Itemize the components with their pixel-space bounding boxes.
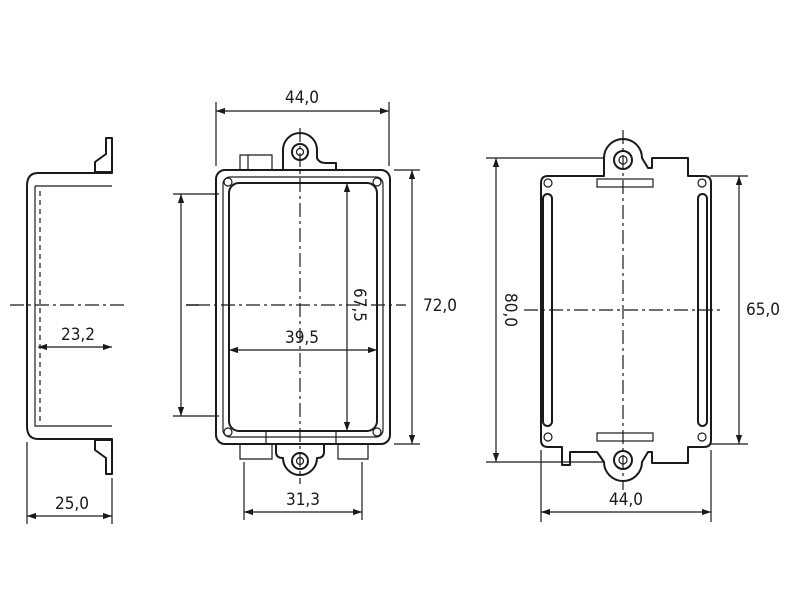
- dim-label-front-total-height: 72,0: [423, 296, 457, 316]
- front-view-bottom-tabs: [239, 430, 369, 460]
- side-view: 23,2 25,0: [10, 137, 128, 524]
- back-view-corner-hole-br: [697, 432, 707, 442]
- dim-label-back-inner-height: 65,0: [746, 300, 780, 320]
- back-view-corner-hole-tr: [697, 178, 707, 188]
- back-view-bottom-clamp: [596, 432, 654, 442]
- dim-label-front-width: 44,0: [285, 88, 319, 108]
- dim-label-front-inner-height: 67,5: [349, 288, 369, 322]
- front-view-corner-screw-tr: [372, 177, 382, 187]
- dim-label-side-depth-total: 25,0: [55, 494, 89, 514]
- back-view-top-clamp: [596, 178, 654, 188]
- side-view-outline: [26, 137, 113, 475]
- front-view: 44,0 39,5 67,5 72,0 I 31,3: [173, 88, 457, 520]
- back-view: 80,0 65,0 44,0: [486, 130, 780, 522]
- dim-label-front-section: I: [181, 303, 201, 308]
- dim-label-back-width: 44,0: [609, 490, 643, 510]
- front-view-bottom-lug: [275, 443, 325, 476]
- front-view-corner-screw-br: [372, 427, 382, 437]
- back-view-outline: [540, 138, 712, 482]
- front-view-top-lug: [282, 132, 337, 171]
- dim-label-side-depth-inner: 23,2: [61, 325, 95, 345]
- front-view-corner-screw-tl: [223, 177, 233, 187]
- front-view-corner-screw-bl: [223, 427, 233, 437]
- front-view-outer-frame: [215, 169, 391, 445]
- back-view-corner-hole-bl: [543, 432, 553, 442]
- side-view-inner-wall: [34, 185, 112, 427]
- dim-label-back-height: 80,0: [500, 293, 520, 327]
- front-view-cavity: [228, 182, 378, 432]
- back-view-corner-hole-tl: [543, 178, 553, 188]
- dim-label-front-lug-spacing: 31,3: [286, 490, 320, 510]
- front-view-top-tab: [239, 154, 273, 170]
- dim-label-front-inner-width: 39,5: [285, 328, 319, 348]
- front-view-inner-frame: [222, 176, 384, 438]
